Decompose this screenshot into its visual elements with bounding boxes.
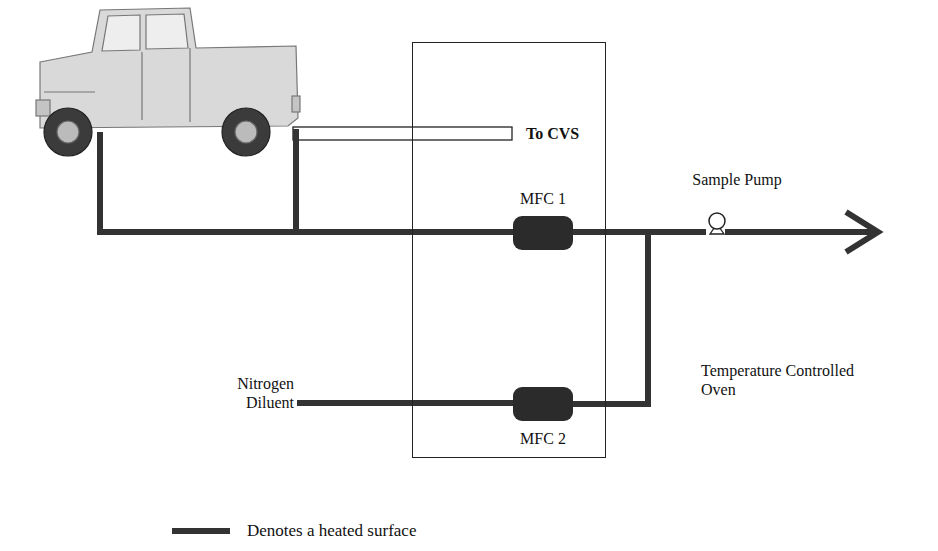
legend-text: Denotes a heated surface bbox=[247, 521, 416, 540]
pump-symbol bbox=[706, 210, 728, 236]
cvs-pipe bbox=[293, 127, 512, 140]
mass-flow-controller: MFC 2 bbox=[513, 387, 573, 421]
heated-line bbox=[573, 232, 706, 404]
oven-box: Temperature Controlled OvenMFC 1MFC 2 bbox=[412, 42, 606, 458]
pump-label: Sample Pump bbox=[672, 170, 802, 189]
mfc-label: MFC 2 bbox=[493, 429, 593, 448]
heated-line bbox=[100, 132, 878, 403]
legend-sample-line bbox=[172, 528, 230, 534]
sample-pump: Sample Pump bbox=[706, 210, 728, 236]
mfc-label: MFC 1 bbox=[493, 189, 593, 208]
inlet-label: Nitrogen Diluent bbox=[190, 374, 294, 412]
outlet-label: To CVS bbox=[526, 124, 646, 143]
pickup-truck bbox=[36, 8, 300, 156]
mass-flow-controller: MFC 1 bbox=[513, 216, 573, 250]
oven-label: Temperature Controlled Oven bbox=[701, 361, 876, 399]
